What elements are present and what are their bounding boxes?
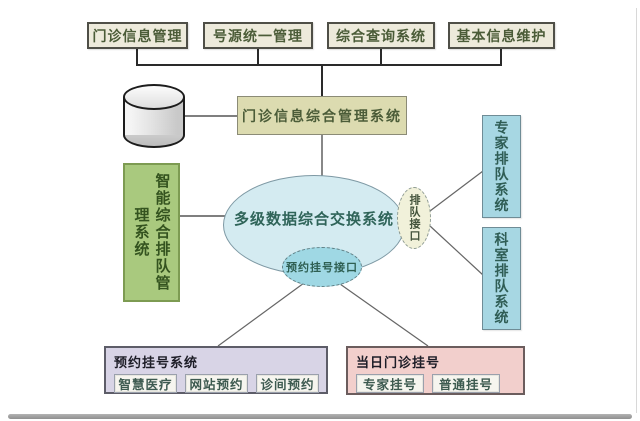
database-icon-top [123,84,185,110]
item-website-appointment: 网站预约 [185,374,248,393]
apptif-to-appointment-line [217,282,305,347]
module-outpatient-info: 门诊信息管理 [87,22,188,49]
item-smart-medical: 智慧医疗 [114,374,177,393]
management-system-box: 门诊信息综合管理系统 [237,96,407,135]
item-expert-registration: 专家挂号 [356,374,424,393]
expert-queue-system-label: 专家排队系统 [493,120,510,213]
expert-queue-system-box: 专家排队系统 [482,115,521,218]
sameday-registration-items: 专家挂号 普通挂号 [348,371,523,393]
intelligent-queue-system-label: 智能综合排队管理系统 [132,173,171,292]
module-number-source: 号源统一管理 [203,22,313,49]
database-icon [123,84,185,148]
appointment-system-items: 智慧医疗 网站预约 诊间预约 [106,371,326,393]
apptif-to-sameday-line [339,283,429,347]
item-clinic-appointment: 诊间预约 [256,374,319,393]
appointment-system-panel: 预约挂号系统 智慧医疗 网站预约 诊间预约 [104,346,328,394]
sameday-registration-title: 当日门诊挂号 [356,355,441,370]
queueif-to-dept-line [429,225,484,276]
module-query-system: 综合查询系统 [327,22,435,49]
sameday-registration-panel: 当日门诊挂号 专家挂号 普通挂号 [346,346,525,395]
department-queue-system-box: 科室排队系统 [482,227,521,330]
page-frame-bottom-bar [8,414,632,419]
queueif-to-expert-line [429,170,484,212]
appointment-system-title: 预约挂号系统 [114,355,199,370]
department-queue-system-label: 科室排队系统 [493,232,510,325]
page-frame-right-edge [636,8,637,413]
appointment-interface-ellipse: 预约挂号接口 [282,247,362,287]
queue-interface-ellipse: 排队接口 [397,187,431,249]
item-general-registration: 普通挂号 [432,374,500,393]
queue-interface-label: 排队接口 [408,194,420,242]
intelligent-queue-system-box: 智能综合排队管理系统 [123,163,180,302]
module-basic-info: 基本信息维护 [448,22,555,49]
